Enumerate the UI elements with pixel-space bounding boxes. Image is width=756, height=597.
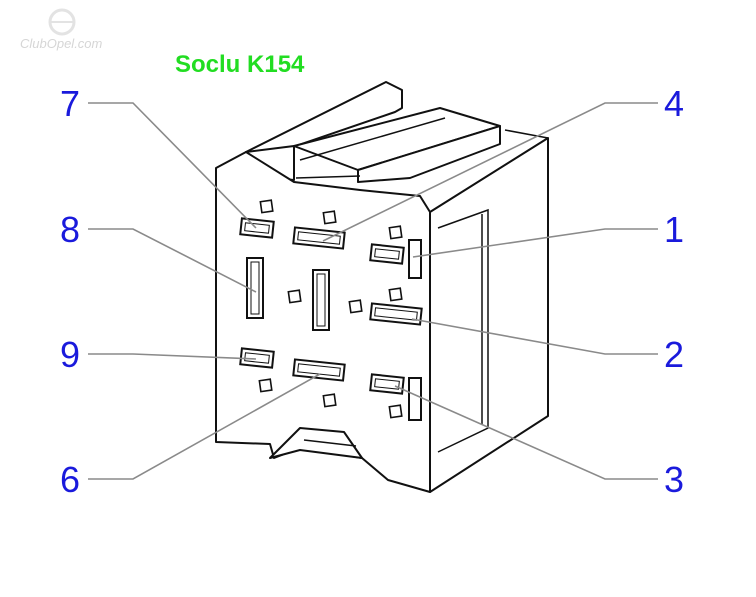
center-slot bbox=[312, 269, 330, 331]
pin-label-1: 1 bbox=[664, 209, 684, 250]
watermark-logo: ClubOpel.com bbox=[20, 8, 103, 51]
relay-socket-body bbox=[215, 81, 549, 493]
pin-6-slot bbox=[292, 358, 346, 382]
pin-label-3: 3 bbox=[664, 459, 684, 500]
pin-6-leader bbox=[88, 373, 321, 480]
pin-1-slot bbox=[369, 243, 405, 265]
pin-2-leader bbox=[411, 318, 658, 355]
pin-9-slot bbox=[239, 347, 275, 369]
pin-label-8: 8 bbox=[60, 209, 80, 250]
pin-3-slot bbox=[369, 373, 405, 395]
pin-9-leader bbox=[88, 353, 257, 360]
leader-lines bbox=[88, 102, 658, 480]
pin-4-leader bbox=[322, 102, 658, 242]
pin-1-leader bbox=[412, 228, 658, 258]
pin-7-slot bbox=[239, 217, 275, 239]
pin-labels: 7 8 9 6 4 1 2 3 bbox=[60, 83, 684, 500]
pin-label-2: 2 bbox=[664, 334, 684, 375]
pin-4-slot bbox=[292, 226, 346, 250]
pin-label-7: 7 bbox=[60, 83, 80, 124]
watermark-text: ClubOpel.com bbox=[20, 36, 103, 51]
pin-label-6: 6 bbox=[60, 459, 80, 500]
pin-label-4: 4 bbox=[664, 83, 684, 124]
pin-label-9: 9 bbox=[60, 334, 80, 375]
diagram-title: Soclu K154 bbox=[175, 51, 305, 78]
pin-7-leader bbox=[88, 102, 257, 229]
pin-2-slot bbox=[369, 302, 423, 326]
pin-3-leader bbox=[394, 385, 658, 480]
pin-8-leader bbox=[88, 228, 257, 293]
